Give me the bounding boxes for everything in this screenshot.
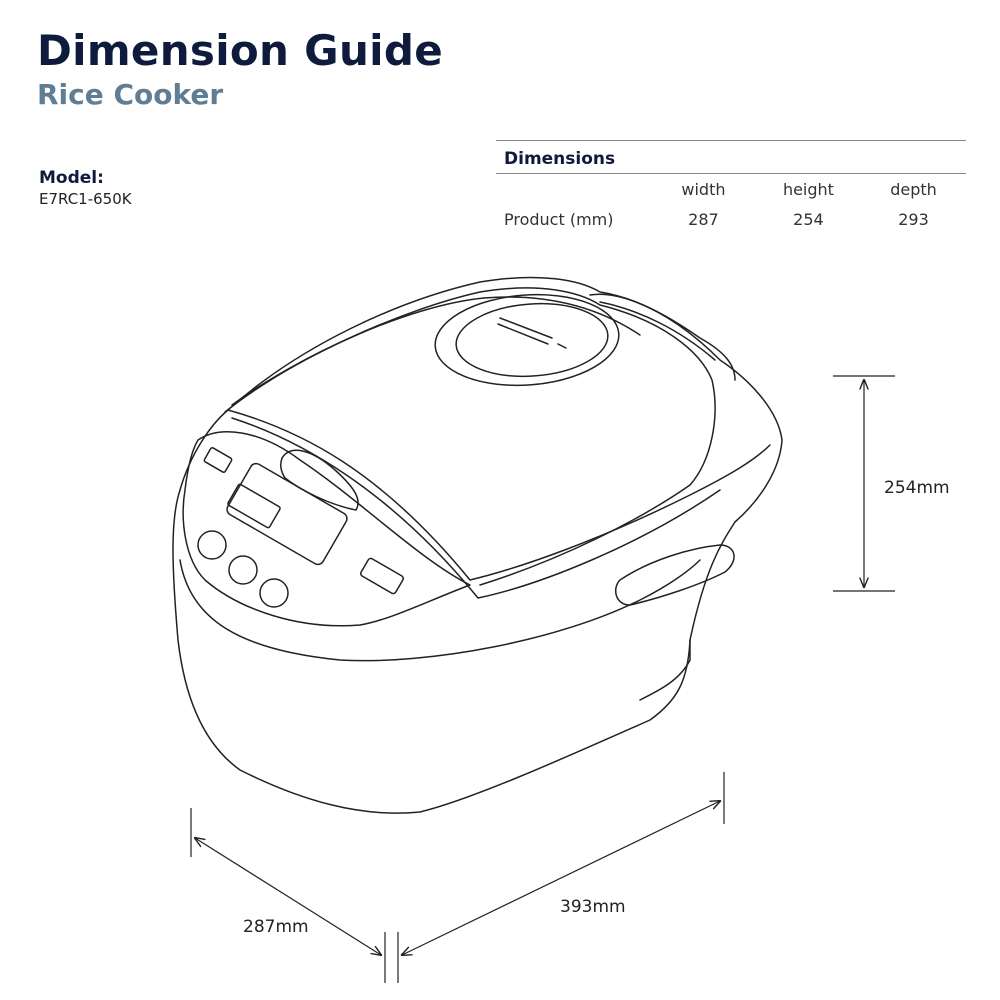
column-header-depth: depth: [890, 179, 937, 199]
width-arrow: [195, 838, 381, 955]
control-knob-1: [197, 530, 227, 560]
side-handle: [614, 544, 735, 606]
table-row: Product (mm) 287 254 293: [496, 204, 966, 234]
length-label: 393mm: [560, 897, 626, 917]
length-arrow: [402, 801, 720, 955]
table-header-row: width height depth: [496, 174, 966, 204]
steam-vent-mark-1: [499, 317, 553, 339]
panel-button-top: [203, 447, 233, 473]
height-dimension: [833, 375, 895, 592]
control-knob-2: [228, 555, 258, 585]
value-depth: 293: [898, 209, 929, 229]
back-handle-inner: [599, 301, 716, 361]
table-heading-rule: [496, 173, 966, 174]
table-top-rule: [496, 140, 966, 141]
control-panel: [182, 431, 471, 627]
base-foot: [639, 639, 691, 701]
lcd-frame: [226, 462, 348, 566]
control-knob-3: [259, 578, 289, 608]
height-label: 254mm: [884, 478, 950, 498]
row-label-product: Product (mm): [504, 209, 614, 229]
page-title: Dimension Guide: [37, 26, 444, 75]
dimensions-heading: Dimensions: [504, 149, 616, 169]
page-subtitle: Rice Cooker: [37, 78, 224, 111]
value-width: 287: [688, 209, 719, 229]
model-value: E7RC1-650K: [39, 190, 132, 208]
model-label: Model:: [39, 168, 104, 188]
value-height: 254: [793, 209, 824, 229]
width-dimension: [190, 808, 386, 983]
column-header-height: height: [782, 179, 834, 199]
column-header-width: width: [681, 179, 726, 199]
rice-cooker-outline: [172, 276, 783, 814]
dimensions-grid: width height depth Product (mm) 287 254 …: [496, 174, 966, 234]
body-outline: [172, 276, 783, 814]
steam-vent-inner: [455, 302, 609, 378]
steam-vent-outer: [434, 293, 620, 387]
steam-vent-mark-2: [497, 323, 549, 345]
lid-seam-inner: [231, 417, 721, 599]
body-band: [179, 559, 701, 662]
back-handle: [589, 293, 736, 381]
length-dimension: [397, 772, 725, 983]
lcd-screen: [227, 483, 281, 529]
lid-inner-edge: [231, 296, 641, 406]
lid-release-button: [280, 449, 359, 511]
lid-seam: [227, 409, 771, 581]
dimensions-table: Dimensions width height depth Product (m…: [496, 140, 966, 234]
panel-button-right: [360, 557, 404, 595]
steam-vent-mark-3: [557, 343, 567, 349]
lid-edge: [224, 287, 716, 586]
width-label: 287mm: [243, 917, 309, 937]
